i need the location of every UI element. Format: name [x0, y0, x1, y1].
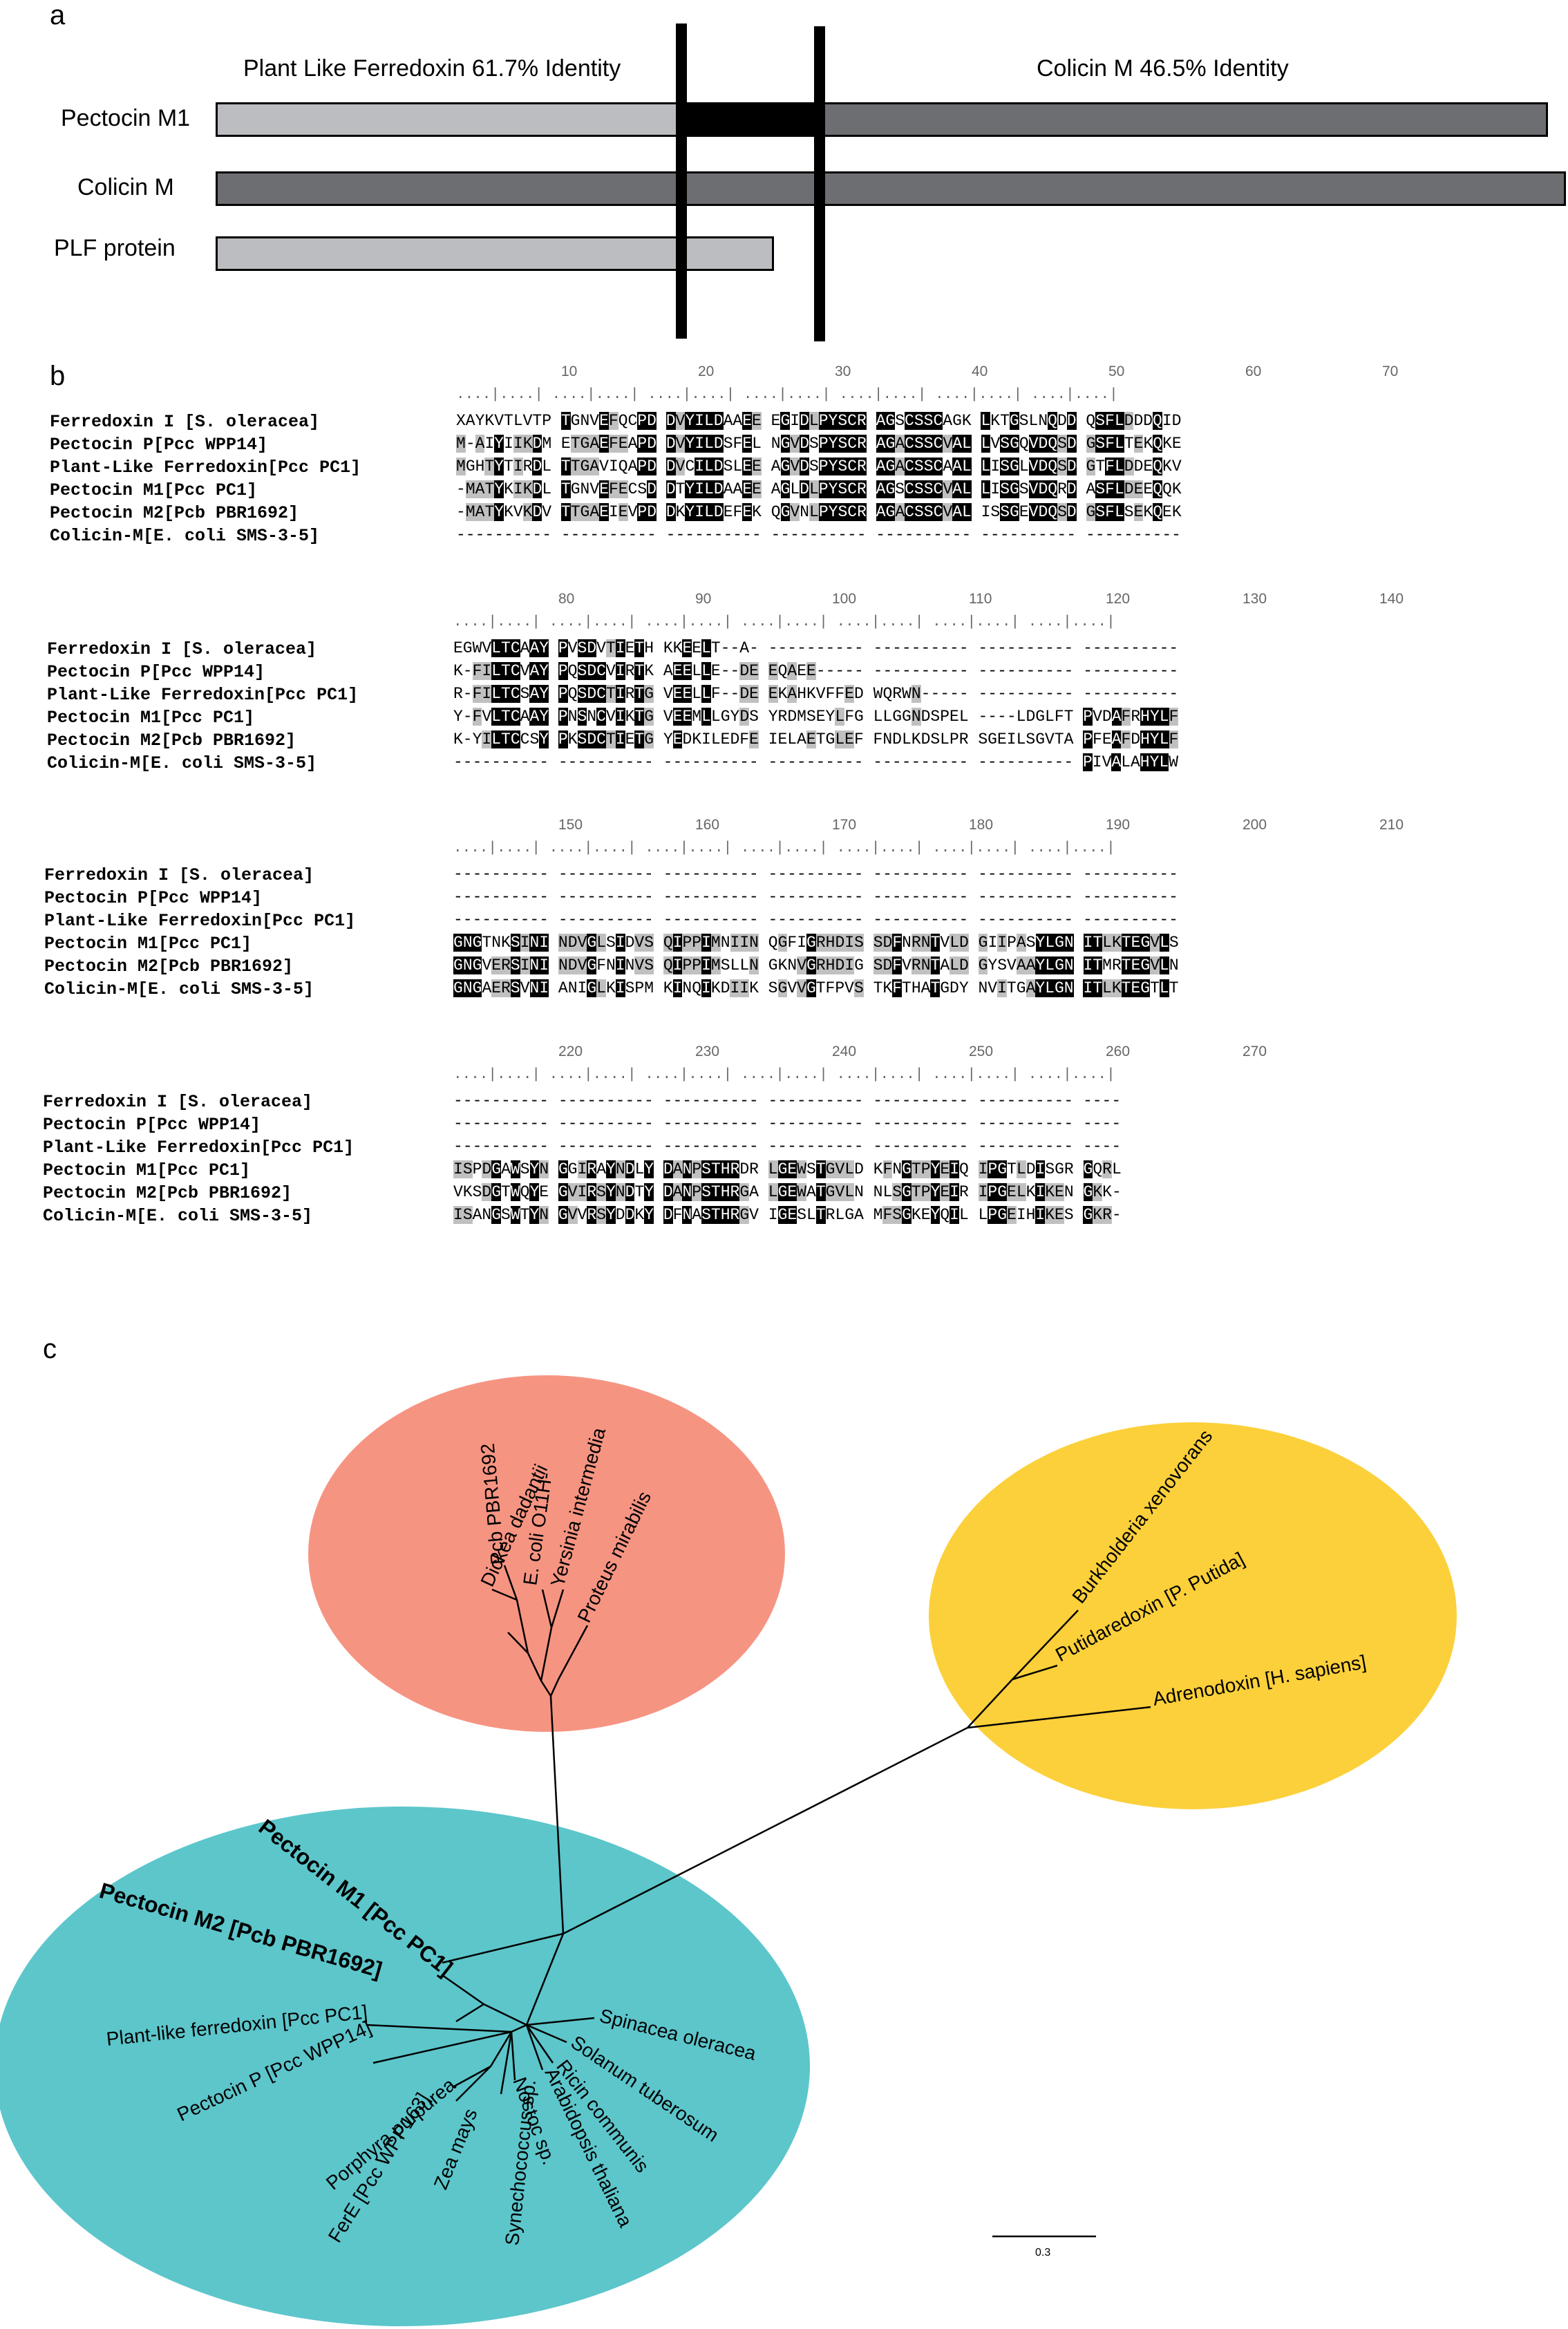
alignment-ruler-number: 120 [1106, 591, 1131, 607]
alignment-ruler-number: 270 [1243, 1044, 1267, 1059]
alignment-sequence-row: -MATYKVKDV TTGAEIEVPD DKYILDEFEK QGVNLPY… [456, 503, 1182, 521]
alignment-sequence-row: R-FILTCSAY PQSDCTIRTG VEELLF--DE EKAHKVF… [453, 685, 1179, 703]
alignment-sequence-name: Pectocin P[Pcc WPP14] [47, 662, 265, 682]
alignment-ruler-number: 190 [1106, 817, 1131, 833]
pectocin-m1-colicin-domain [822, 102, 1548, 137]
row-label-colicin-m: Colicin M [77, 174, 174, 200]
alignment-sequence-row: M-AIYIIKDM ETGAEFEAPD DVYILDSFEL NGVDSPY… [456, 435, 1182, 453]
tree-branches [366, 1565, 1151, 2102]
alignment-sequence-name: Pectocin M2[Pcb PBR1692] [44, 956, 294, 977]
alignment-sequence-name: Colicin-M[E. coli SMS-3-5] [50, 526, 320, 546]
alignment-ruler-number: 40 [972, 364, 988, 379]
plf-identity-header: Plant Like Ferredoxin 61.7% Identity [243, 55, 621, 82]
alignment-ruler-number: 20 [698, 364, 715, 379]
alignment-ruler-number: 160 [695, 817, 720, 833]
alignment-sequence-row: ---------- ---------- ---------- -------… [453, 1115, 1122, 1133]
yellow-group-ellipse [929, 1422, 1457, 1809]
panel-a-letter: a [50, 0, 66, 30]
alignment-sequence-name: Plant-Like Ferredoxin[Pcc PC1] [44, 911, 356, 931]
alignment-sequence-row: XAYKVTLVTP TGNVEFQCPD DVYILDAAEE EGIDLPY… [456, 412, 1182, 430]
scale-bar-label: 0.3 [1035, 2247, 1050, 2259]
alignment-sequence-name: Ferredoxin I [S. oleracea] [44, 865, 314, 885]
alignment-sequence-row: ---------- ---------- ---------- -------… [453, 911, 1178, 929]
alignment-sequence-row: ---------- ---------- ---------- -------… [453, 753, 1179, 771]
alignment-ruler-number: 200 [1243, 817, 1267, 833]
domain-boundary-line-left [676, 23, 687, 339]
alignment-sequence-name: Pectocin M1[Pcc PC1] [43, 1160, 251, 1180]
alignment-ruler-number: 60 [1245, 364, 1262, 379]
alignment-ruler-number: 90 [695, 591, 712, 607]
alignment-sequence-name: Pectocin M2[Pcb PBR1692] [43, 1183, 292, 1203]
alignment-sequence-row: ---------- ---------- ---------- -------… [453, 1138, 1122, 1156]
alignment-ruler: ....|....| ....|....| ....|....| ....|..… [456, 387, 1118, 403]
alignment-sequence-row: K-YILTCCSY PKSDCTIETG YEDKILEDFE IELAETG… [453, 730, 1179, 748]
alignment-ruler-number: 150 [558, 817, 583, 833]
alignment-sequence-row: K-FILTCVAY PQSDCVIRTK AEELLE--DE EQAEE--… [453, 662, 1179, 680]
alignment-sequence-row: -MATYKIKDL TGNVEFECSD DTYILDAAEE AGLDLPY… [456, 480, 1182, 498]
alignment-sequence-name: Ferredoxin I [S. oleracea] [43, 1092, 313, 1112]
alignment-sequence-name: Pectocin M1[Pcc PC1] [44, 934, 252, 954]
alignment-sequence-row: ISANGSWTYN GVVRSYDDKY DFNASTHRGV IGESLTR… [453, 1206, 1122, 1224]
alignment-sequence-row: ISPDGAWSYN GGIRAYNDLY DANPSTHRDR LGEWSTG… [453, 1160, 1122, 1178]
alignment-ruler-number: 130 [1243, 591, 1267, 607]
alignment-sequence-name: Colicin-M[E. coli SMS-3-5] [44, 979, 314, 999]
alignment-ruler-number: 80 [558, 591, 575, 607]
alignment-sequence-row: GNGAERSVNI ANIGLKISPM KINQIKDIIK SGVVGTF… [453, 979, 1179, 997]
alignment-sequence-row: Y-FVLTCAAY PNSNCVIKTG VEEMLLGYDS YRDMSEY… [453, 708, 1179, 726]
alignment-sequence-row: ---------- ---------- ---------- -------… [453, 865, 1178, 883]
alignment-sequence-name: Plant-Like Ferredoxin[Pcc PC1] [47, 685, 359, 705]
panel-b-letter: b [50, 361, 66, 391]
alignment-sequence-name: Pectocin P[Pcc WPP14] [50, 435, 268, 455]
alignment-sequence-name: Ferredoxin I [S. oleracea] [50, 412, 320, 432]
alignment-ruler-number: 260 [1106, 1044, 1131, 1059]
alignment-ruler-number: 140 [1379, 591, 1404, 607]
alignment-sequence-name: Pectocin M2[Pcb PBR1692] [50, 503, 299, 523]
alignment-sequence-row: GNGVERSINI NDVGFNINVS QIPPIMSLLN GKNVGRH… [453, 956, 1179, 974]
alignment-sequence-name: Pectocin M1[Pcc PC1] [50, 480, 258, 500]
alignment-sequence-row: GNGTNKSINI NDVGLSIDVS QIPPIMNIIN QGFIGRH… [453, 934, 1179, 952]
alignment-ruler: ....|....| ....|....| ....|....| ....|..… [453, 614, 1115, 630]
alignment-ruler-number: 240 [832, 1044, 857, 1059]
alignment-sequence-name: Pectocin P[Pcc WPP14] [44, 888, 263, 908]
alignment-sequence-row: MGHTYTIRDL TTGAVIQAPD DVCILDSLEE AGVDSPY… [456, 458, 1182, 475]
alignment-ruler-number: 220 [558, 1044, 583, 1059]
alignment-sequence-name: Ferredoxin I [S. oleracea] [47, 639, 317, 659]
alignment-ruler: ....|....| ....|....| ....|....| ....|..… [453, 840, 1115, 856]
pectocin-m1-plf-domain [216, 102, 683, 137]
teal-group-ellipse [0, 1807, 810, 2326]
alignment-ruler-number: 210 [1379, 817, 1404, 833]
alignment-sequence-row: ---------- ---------- ---------- -------… [453, 1092, 1122, 1110]
alignment-ruler-number: 110 [969, 591, 992, 607]
alignment-sequence-name: Colicin-M[E. coli SMS-3-5] [47, 753, 317, 773]
alignment-ruler-number: 180 [969, 817, 994, 833]
domain-boundary-line-right [814, 26, 825, 341]
sequence-alignment: 10 20 30 40 50 60 70 ....|....| ....|....| ....… [43, 364, 1404, 1226]
alignment-ruler-number: 230 [695, 1044, 720, 1059]
colicin-identity-header: Colicin M 46.5% Identity [1037, 55, 1289, 82]
alignment-sequence-name: Pectocin M2[Pcb PBR1692] [47, 730, 296, 751]
red-group-ellipse [308, 1375, 785, 1732]
alignment-sequence-row: EGWVLTCAAY PVSDVTIETH KKEELT--A- -------… [453, 639, 1179, 657]
alignment-sequence-name: Pectocin M1[Pcc PC1] [47, 708, 255, 728]
alignment-ruler-number: 10 [561, 364, 578, 379]
alignment-ruler-number: 70 [1382, 364, 1399, 379]
panel-c-letter: c [43, 1334, 57, 1364]
alignment-sequence-row: ---------- ---------- ---------- -------… [456, 526, 1181, 544]
alignment-ruler-number: 250 [969, 1044, 994, 1059]
colicin-m-bar [216, 171, 1566, 206]
alignment-ruler-number: 50 [1108, 364, 1125, 379]
alignment-sequence-row: VKSDGTWQYE GVIRSYNDTY DANPSTHRGA LGEWATG… [453, 1183, 1122, 1201]
alignment-sequence-row: ---------- ---------- ---------- -------… [453, 888, 1178, 906]
alignment-sequence-name: Plant-Like Ferredoxin[Pcc PC1] [43, 1138, 355, 1158]
alignment-ruler: ....|....| ....|....| ....|....| ....|..… [453, 1067, 1115, 1083]
row-label-plf-protein: PLF protein [54, 235, 176, 261]
alignment-ruler-number: 100 [832, 591, 857, 607]
alignment-sequence-name: Colicin-M[E. coli SMS-3-5] [43, 1206, 313, 1226]
alignment-ruler-number: 170 [832, 817, 857, 833]
alignment-sequence-name: Plant-Like Ferredoxin[Pcc PC1] [50, 458, 361, 478]
row-label-pectocin-m1: Pectocin M1 [61, 105, 191, 131]
alignment-sequence-name: Pectocin P[Pcc WPP14] [43, 1115, 261, 1135]
alignment-ruler-number: 30 [835, 364, 851, 379]
